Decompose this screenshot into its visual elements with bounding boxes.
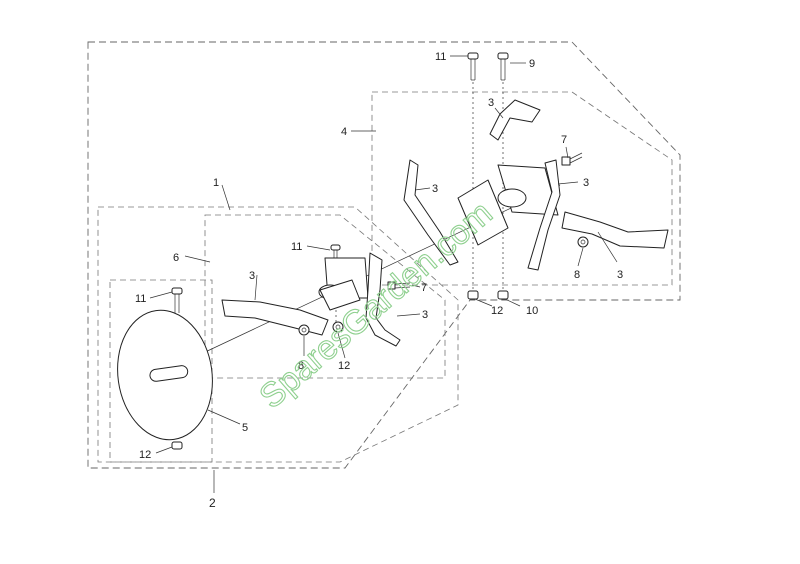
callout-3-right-blade: 3 <box>583 177 589 189</box>
callout-3-middle-left: 3 <box>249 270 255 282</box>
bolt-7-right <box>561 152 583 166</box>
assembly-outline-2 <box>97 206 459 463</box>
tine-blade-middle-left <box>221 299 329 336</box>
callout-2: 2 <box>209 496 216 510</box>
callout-11-left: 11 <box>135 293 146 305</box>
assembly-outline-4 <box>371 91 673 286</box>
nut-12-left <box>171 441 183 450</box>
callout-8-middle: 8 <box>298 360 304 372</box>
bolt-9 <box>497 52 509 81</box>
callout-3-middle-right: 3 <box>422 309 428 321</box>
nut-10 <box>497 290 509 300</box>
bolt-11-top <box>467 52 479 81</box>
callout-7-middle: 7 <box>421 282 427 294</box>
callout-3-right-lower: 3 <box>617 269 623 281</box>
tine-blade-top <box>489 99 541 141</box>
callout-7-right: 7 <box>561 134 567 146</box>
assembly-outline-1 <box>87 41 681 469</box>
callout-12-middle: 12 <box>338 360 350 372</box>
callout-5: 5 <box>242 422 248 434</box>
callout-11-top: 11 <box>435 51 446 63</box>
assembly-outline-5 <box>109 279 213 463</box>
callout-10: 10 <box>526 305 538 317</box>
bolt-7-middle <box>387 281 411 290</box>
hub-tube-body <box>319 279 361 311</box>
callout-9: 9 <box>529 58 535 70</box>
disc-hub-slot <box>149 365 189 382</box>
tine-blade-right-lower <box>561 211 669 249</box>
callout-1: 1 <box>213 177 219 189</box>
leader-lines <box>149 55 618 493</box>
watermark: SparesGarden.com <box>252 194 499 416</box>
callout-8-right: 8 <box>574 269 580 281</box>
nut-12-middle <box>332 321 344 333</box>
hub-tube <box>497 188 527 208</box>
tine-blade-left-curved <box>403 159 459 266</box>
hub-plate-left <box>457 179 509 246</box>
callout-11-middle: 11 <box>291 241 302 253</box>
callout-4: 4 <box>341 126 347 138</box>
callout-12-left: 12 <box>139 449 151 461</box>
callout-12-right: 12 <box>491 305 503 317</box>
callout-3-left-blade: 3 <box>432 183 438 195</box>
bolt-11-left <box>171 287 183 313</box>
nut-8-right <box>577 236 589 248</box>
nut-8-middle <box>298 324 310 336</box>
nut-12-right <box>467 290 479 300</box>
tine-blade-middle-vertical <box>365 252 401 347</box>
callout-3-top: 3 <box>488 97 494 109</box>
callout-6: 6 <box>173 252 179 264</box>
tine-blade-right-vertical <box>527 159 561 271</box>
